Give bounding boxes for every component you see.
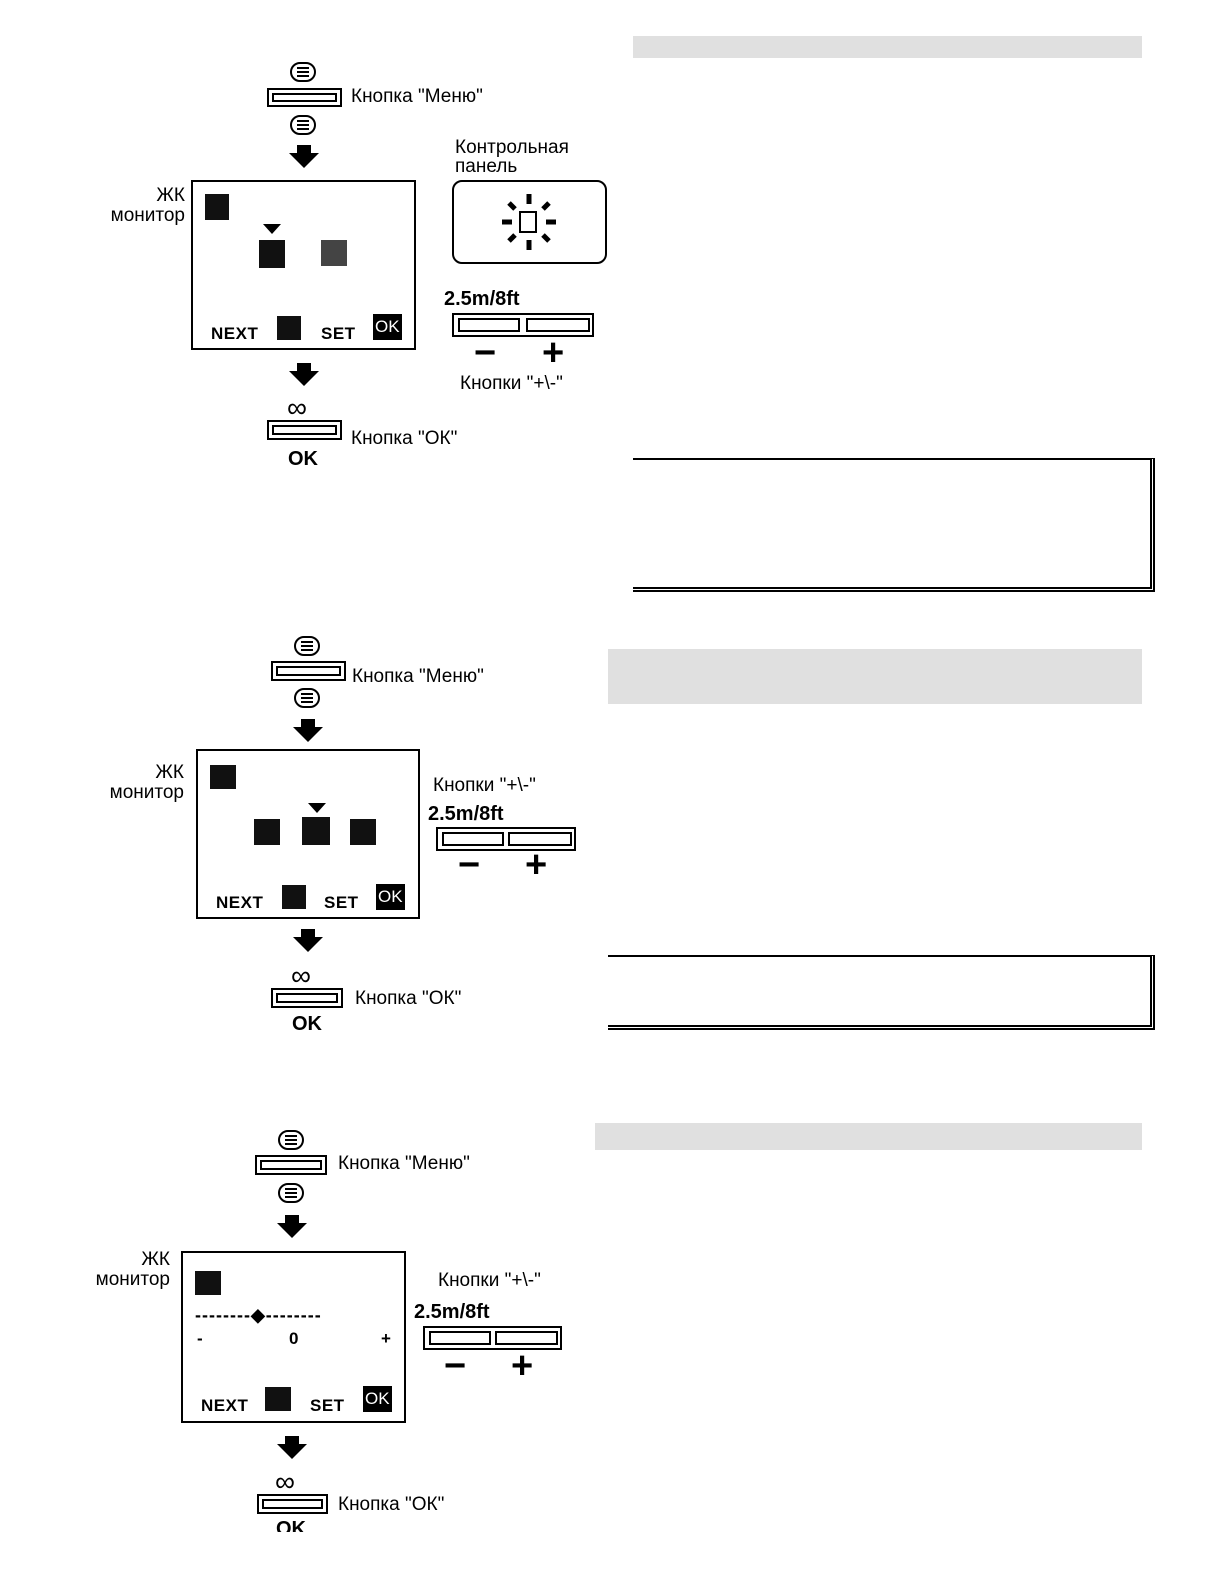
distance-label: 2.5m/8ft	[414, 1301, 490, 1323]
next-label: NEXT	[211, 324, 259, 343]
plus-minus-label: Кнопки "+\-"	[438, 1270, 541, 1291]
infinity-icon: ∞	[275, 1466, 295, 1497]
plus-minus-label: Кнопки "+\-"	[460, 373, 563, 394]
menu-icon	[294, 636, 320, 656]
list-icon	[282, 885, 306, 909]
set-label: SET	[310, 1396, 345, 1415]
lcd-screen: --------◆-------- - 0 + NEXT SET OK	[181, 1251, 406, 1423]
lcd-monitor-label: ЖК монитор	[109, 762, 184, 803]
plus-button[interactable]	[508, 832, 572, 846]
scale-minus: -	[197, 1329, 203, 1348]
ok-icon: OK	[373, 314, 402, 340]
minus-button[interactable]	[429, 1331, 491, 1345]
ok-text: OK	[276, 1518, 306, 1532]
arrow-down-icon	[289, 363, 319, 386]
plus-minus-buttons	[423, 1326, 562, 1350]
control-panel	[452, 180, 607, 264]
plus-minus-buttons	[436, 827, 576, 851]
distance-label: 2.5m/8ft	[428, 803, 504, 825]
arrow-down-icon	[277, 1436, 307, 1459]
minus-button[interactable]	[442, 832, 504, 846]
arrow-down-icon	[277, 1215, 307, 1238]
plus-button[interactable]	[495, 1331, 558, 1345]
flash-off-icon[interactable]	[321, 240, 347, 266]
ok-button[interactable]	[267, 420, 342, 440]
lcd-monitor-label: ЖК монитор	[95, 1249, 170, 1290]
grid-9-icon[interactable]	[302, 817, 330, 845]
menu-icon	[294, 688, 320, 708]
grid-16-icon[interactable]	[350, 819, 376, 845]
arrow-down-icon	[289, 145, 319, 168]
menu-icon	[290, 62, 316, 82]
exposure-scale[interactable]: --------◆--------	[195, 1305, 322, 1325]
plus-button[interactable]	[526, 318, 590, 332]
section-1-note-box	[633, 458, 1155, 592]
flash-blink-icon	[502, 194, 556, 250]
flash-on-icon[interactable]	[259, 240, 285, 268]
menu-icon	[290, 115, 316, 135]
ok-button-label: Кнопка "ОК"	[338, 1494, 445, 1515]
section-3-header-bar	[595, 1123, 1142, 1150]
plus-symbol: +	[525, 844, 548, 886]
minus-button[interactable]	[458, 318, 520, 332]
selector-triangle-icon	[308, 803, 326, 813]
scale-zero: 0	[289, 1329, 299, 1348]
list-icon	[277, 316, 301, 340]
ok-button-label: Кнопка "ОК"	[355, 988, 462, 1009]
lcd-screen: NEXT SET OK	[191, 180, 416, 350]
minus-symbol: −	[474, 332, 497, 374]
menu-button[interactable]	[271, 661, 346, 681]
plus-symbol: +	[511, 1345, 534, 1387]
lcd-monitor-label: ЖК монитор	[110, 185, 185, 226]
minus-symbol: −	[458, 844, 481, 886]
menu-button-label: Кнопка "Меню"	[338, 1153, 470, 1174]
set-label: SET	[321, 324, 356, 343]
section-1-header-bar	[633, 36, 1142, 58]
grid-4-icon[interactable]	[254, 819, 280, 845]
next-label: NEXT	[216, 893, 264, 912]
list-icon	[265, 1387, 291, 1411]
menu-button-label: Кнопка "Меню"	[352, 666, 484, 687]
ok-button[interactable]	[257, 1494, 328, 1514]
lcd-screen: NEXT SET OK	[196, 749, 420, 919]
scale-plus: +	[381, 1329, 391, 1348]
menu-button-label: Кнопка "Меню"	[351, 86, 483, 107]
arrow-down-icon	[293, 929, 323, 952]
section-2-header-bar	[608, 649, 1142, 704]
ok-button-label: Кнопка "ОК"	[351, 428, 458, 449]
ok-icon: OK	[363, 1386, 392, 1412]
selector-triangle-icon	[263, 224, 281, 234]
menu-icon	[278, 1130, 304, 1150]
menu-button[interactable]	[255, 1155, 327, 1175]
next-label: NEXT	[201, 1396, 249, 1415]
ok-button[interactable]	[271, 988, 343, 1008]
plus-minus-label: Кнопки "+\-"	[433, 775, 536, 796]
plus-minus-buttons	[452, 313, 594, 337]
menu-button[interactable]	[267, 88, 342, 107]
section-2-note-box	[608, 955, 1155, 1030]
arrow-down-icon	[293, 719, 323, 742]
infinity-icon: ∞	[291, 960, 311, 991]
flash-mode-icon	[205, 194, 229, 220]
set-label: SET	[324, 893, 359, 912]
ok-text: OK	[292, 1013, 322, 1035]
ok-text: OK	[288, 448, 318, 470]
distance-label: 2.5m/8ft	[444, 288, 520, 310]
grid-mode-icon	[210, 765, 236, 789]
minus-symbol: −	[444, 1345, 467, 1387]
infinity-icon: ∞	[287, 392, 307, 423]
exposure-icon	[195, 1271, 221, 1295]
plus-symbol: +	[542, 332, 565, 374]
control-panel-label: Контрольная панель	[455, 137, 569, 177]
ok-icon: OK	[376, 884, 405, 910]
menu-icon	[278, 1183, 304, 1203]
